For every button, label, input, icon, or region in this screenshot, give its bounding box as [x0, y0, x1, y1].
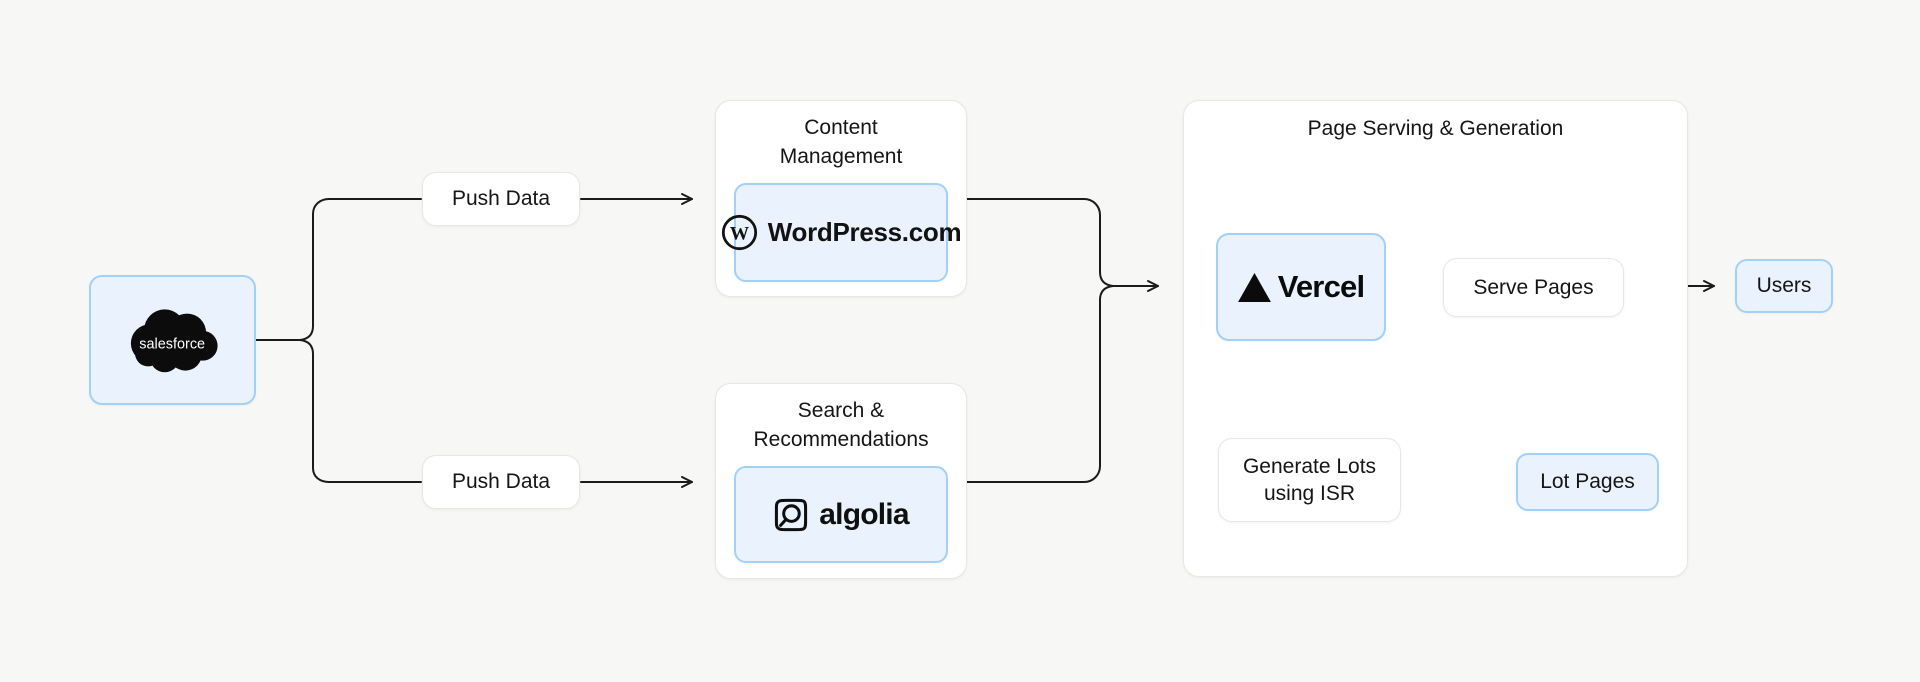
generate-lots-node: Generate Lots using ISR [1218, 438, 1401, 522]
push-data-bottom-node: Push Data [422, 455, 580, 509]
edge-split-bottom [299, 339, 422, 483]
lot-pages-node: Lot Pages [1516, 453, 1659, 511]
algolia-logo-icon [773, 497, 809, 533]
users-label: Users [1756, 274, 1812, 298]
salesforce-node: salesforce [89, 275, 256, 405]
search-recommendations-title: Search & Recommendations [753, 399, 929, 451]
salesforce-wordmark: salesforce [139, 336, 205, 352]
push-data-top-node: Push Data [422, 172, 580, 226]
serve-pages-node: Serve Pages [1443, 258, 1624, 317]
push-data-top-label: Push Data [451, 187, 551, 211]
algolia-node: algolia [734, 466, 948, 563]
edge-merge-bottom [966, 285, 1114, 483]
serve-pages-label: Serve Pages [1473, 275, 1594, 299]
page-serving-title: Page Serving & Generation [1307, 117, 1564, 140]
page-serving-panel: Page Serving & Generation Vercel Serve P… [1183, 100, 1688, 577]
content-management-title: Content Management [779, 116, 903, 168]
users-node: Users [1735, 259, 1833, 313]
push-data-bottom-label: Push Data [451, 470, 551, 494]
wordpress-label: WordPress.com [767, 217, 962, 247]
svg-text:W: W [730, 223, 750, 244]
vercel-node: Vercel [1216, 233, 1386, 341]
vercel-label: Vercel [1277, 269, 1365, 304]
edge-merge-top [966, 198, 1114, 287]
generate-lots-label: Generate Lots using ISR [1242, 454, 1377, 505]
lot-pages-label: Lot Pages [1540, 470, 1635, 494]
algolia-label: algolia [819, 497, 909, 531]
wordpress-logo-icon: W [721, 214, 758, 251]
salesforce-cloud-icon: salesforce [123, 302, 223, 378]
vercel-triangle-icon [1237, 272, 1271, 302]
search-recommendations-group: Search & Recommendations algolia [715, 383, 967, 579]
content-management-group: Content Management W WordPress.com [715, 100, 967, 297]
wordpress-node: W WordPress.com [721, 183, 962, 282]
edge-split-top [299, 198, 422, 341]
